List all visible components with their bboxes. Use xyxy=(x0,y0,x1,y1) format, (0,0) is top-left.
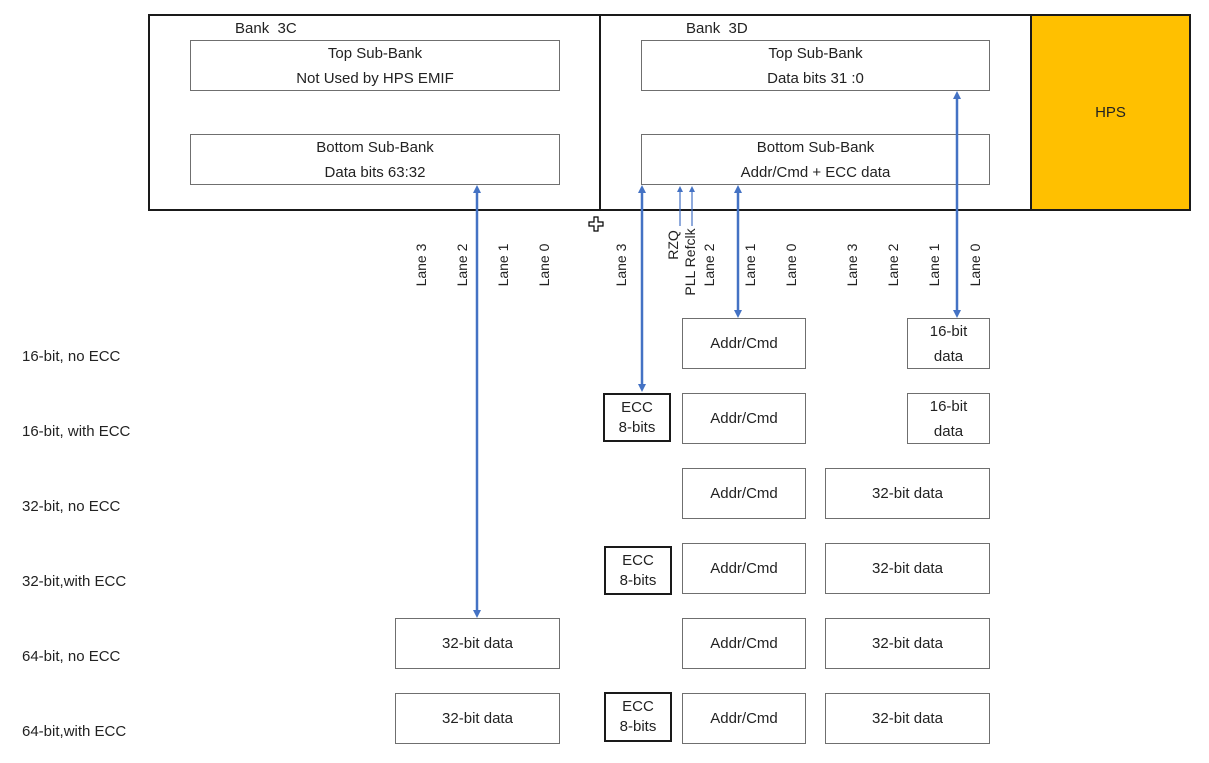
data-32bit-text: 32-bit data xyxy=(872,485,943,502)
config-label-16-no-ecc: 16-bit, no ECC xyxy=(22,348,121,365)
ecc-block: ECC 8-bits xyxy=(604,546,672,595)
data-16bit-line2: data xyxy=(933,422,964,440)
addr-cmd-block: Addr/Cmd xyxy=(682,543,806,594)
lane-label-3d-a-lane0: Lane 0 xyxy=(783,243,799,287)
data-32bit-text: 32-bit data xyxy=(442,710,513,727)
data-32bit-text: 32-bit data xyxy=(872,635,943,652)
data-32bit-block-bank3c: 32-bit data xyxy=(395,693,560,744)
addr-cmd-text: Addr/Cmd xyxy=(710,710,778,727)
ecc-line1: ECC xyxy=(622,551,654,569)
data-16bit-line2: data xyxy=(933,347,964,365)
lane-label-3d-a-lane3: Lane 3 xyxy=(613,243,629,287)
data-32bit-text: 32-bit data xyxy=(442,635,513,652)
ecc-line2: 8-bits xyxy=(619,718,657,735)
addr-cmd-text: Addr/Cmd xyxy=(710,560,778,577)
hps-block: HPS xyxy=(1030,14,1191,211)
bank-3d-bottom-sub-bank-title: Bottom Sub-Bank xyxy=(756,138,875,156)
addr-cmd-block: Addr/Cmd xyxy=(682,693,806,744)
ecc-line2: 8-bits xyxy=(618,418,656,436)
data-16bit-block: 16-bit data xyxy=(907,393,990,444)
config-label-64-no-ecc: 64-bit, no ECC xyxy=(22,648,121,665)
bank-3d-bottom-sub-bank-desc: Addr/Cmd + ECC data xyxy=(740,163,891,181)
data-32bit-block: 32-bit data xyxy=(825,468,990,519)
data-16bit-line1: 16-bit xyxy=(929,322,968,340)
ecc-line1: ECC xyxy=(622,698,654,715)
lane-label-3c-lane2: Lane 2 xyxy=(454,243,470,287)
bank-3c-top-sub-bank: Top Sub-Bank Not Used by HPS EMIF xyxy=(190,40,560,91)
ecc-line2: 8-bits xyxy=(619,571,657,589)
lane-label-3d-b-lane0: Lane 0 xyxy=(967,243,983,287)
addr-cmd-block: Addr/Cmd xyxy=(682,468,806,519)
lane-label-3c-lane1: Lane 1 xyxy=(495,243,511,287)
bank-3d-top-sub-bank-desc: Data bits 31 :0 xyxy=(767,69,864,87)
ecc-line1: ECC xyxy=(621,398,653,416)
data-32bit-block: 32-bit data xyxy=(825,543,990,594)
ecc-block: ECC 8-bits xyxy=(604,692,672,742)
addr-cmd-text: Addr/Cmd xyxy=(710,410,778,427)
data-16bit-block: 16-bit data xyxy=(907,318,990,369)
data-32bit-text: 32-bit data xyxy=(872,710,943,727)
bank-3d-top-sub-bank-title: Top Sub-Bank xyxy=(768,44,863,62)
addr-cmd-block: Addr/Cmd xyxy=(682,393,806,444)
addr-cmd-text: Addr/Cmd xyxy=(710,485,778,502)
lane-label-3d-b-lane1: Lane 1 xyxy=(926,243,942,287)
data-16bit-line1: 16-bit xyxy=(929,397,968,415)
lane-label-3d-b-lane3: Lane 3 xyxy=(844,243,860,287)
move-cursor-icon xyxy=(588,216,604,232)
ecc-block: ECC 8-bits xyxy=(603,393,671,442)
addr-cmd-block: Addr/Cmd xyxy=(682,318,806,369)
data-32bit-block-bank3c: 32-bit data xyxy=(395,618,560,669)
config-label-64-ecc: 64-bit,with ECC xyxy=(22,723,127,740)
signal-label-pll-refclk: PLL Refclk xyxy=(682,228,698,296)
bank-3c-bottom-sub-bank-desc: Data bits 63:32 xyxy=(324,163,426,181)
bank-3d-title: Bank 3D xyxy=(686,20,748,37)
addr-cmd-text: Addr/Cmd xyxy=(710,635,778,652)
data-32bit-block: 32-bit data xyxy=(825,693,990,744)
bank-3d-bottom-sub-bank: Bottom Sub-Bank Addr/Cmd + ECC data xyxy=(641,134,990,185)
lane-label-3d-a-lane2: Lane 2 xyxy=(701,243,717,287)
config-label-32-no-ecc: 32-bit, no ECC xyxy=(22,498,121,515)
data-32bit-text: 32-bit data xyxy=(872,560,943,577)
data-32bit-block: 32-bit data xyxy=(825,618,990,669)
addr-cmd-block: Addr/Cmd xyxy=(682,618,806,669)
bank-3c-top-sub-bank-desc: Not Used by HPS EMIF xyxy=(296,69,454,87)
hps-label: HPS xyxy=(1095,104,1126,121)
bank-3c-bottom-sub-bank-title: Bottom Sub-Bank xyxy=(316,138,434,156)
bank-3c-bottom-sub-bank: Bottom Sub-Bank Data bits 63:32 xyxy=(190,134,560,185)
bank-3c-title: Bank 3C xyxy=(235,20,297,37)
bank-3d-top-sub-bank: Top Sub-Bank Data bits 31 :0 xyxy=(641,40,990,91)
config-label-32-ecc: 32-bit,with ECC xyxy=(22,573,127,590)
config-label-16-ecc: 16-bit, with ECC xyxy=(22,423,131,440)
addr-cmd-text: Addr/Cmd xyxy=(710,335,778,352)
bank-3c-top-sub-bank-title: Top Sub-Bank xyxy=(327,44,423,62)
lane-label-3d-a-lane1: Lane 1 xyxy=(742,243,758,287)
lane-label-3c-lane3: Lane 3 xyxy=(413,243,429,287)
lane-label-3d-b-lane2: Lane 2 xyxy=(885,243,901,287)
lane-label-3c-lane0: Lane 0 xyxy=(536,243,552,287)
